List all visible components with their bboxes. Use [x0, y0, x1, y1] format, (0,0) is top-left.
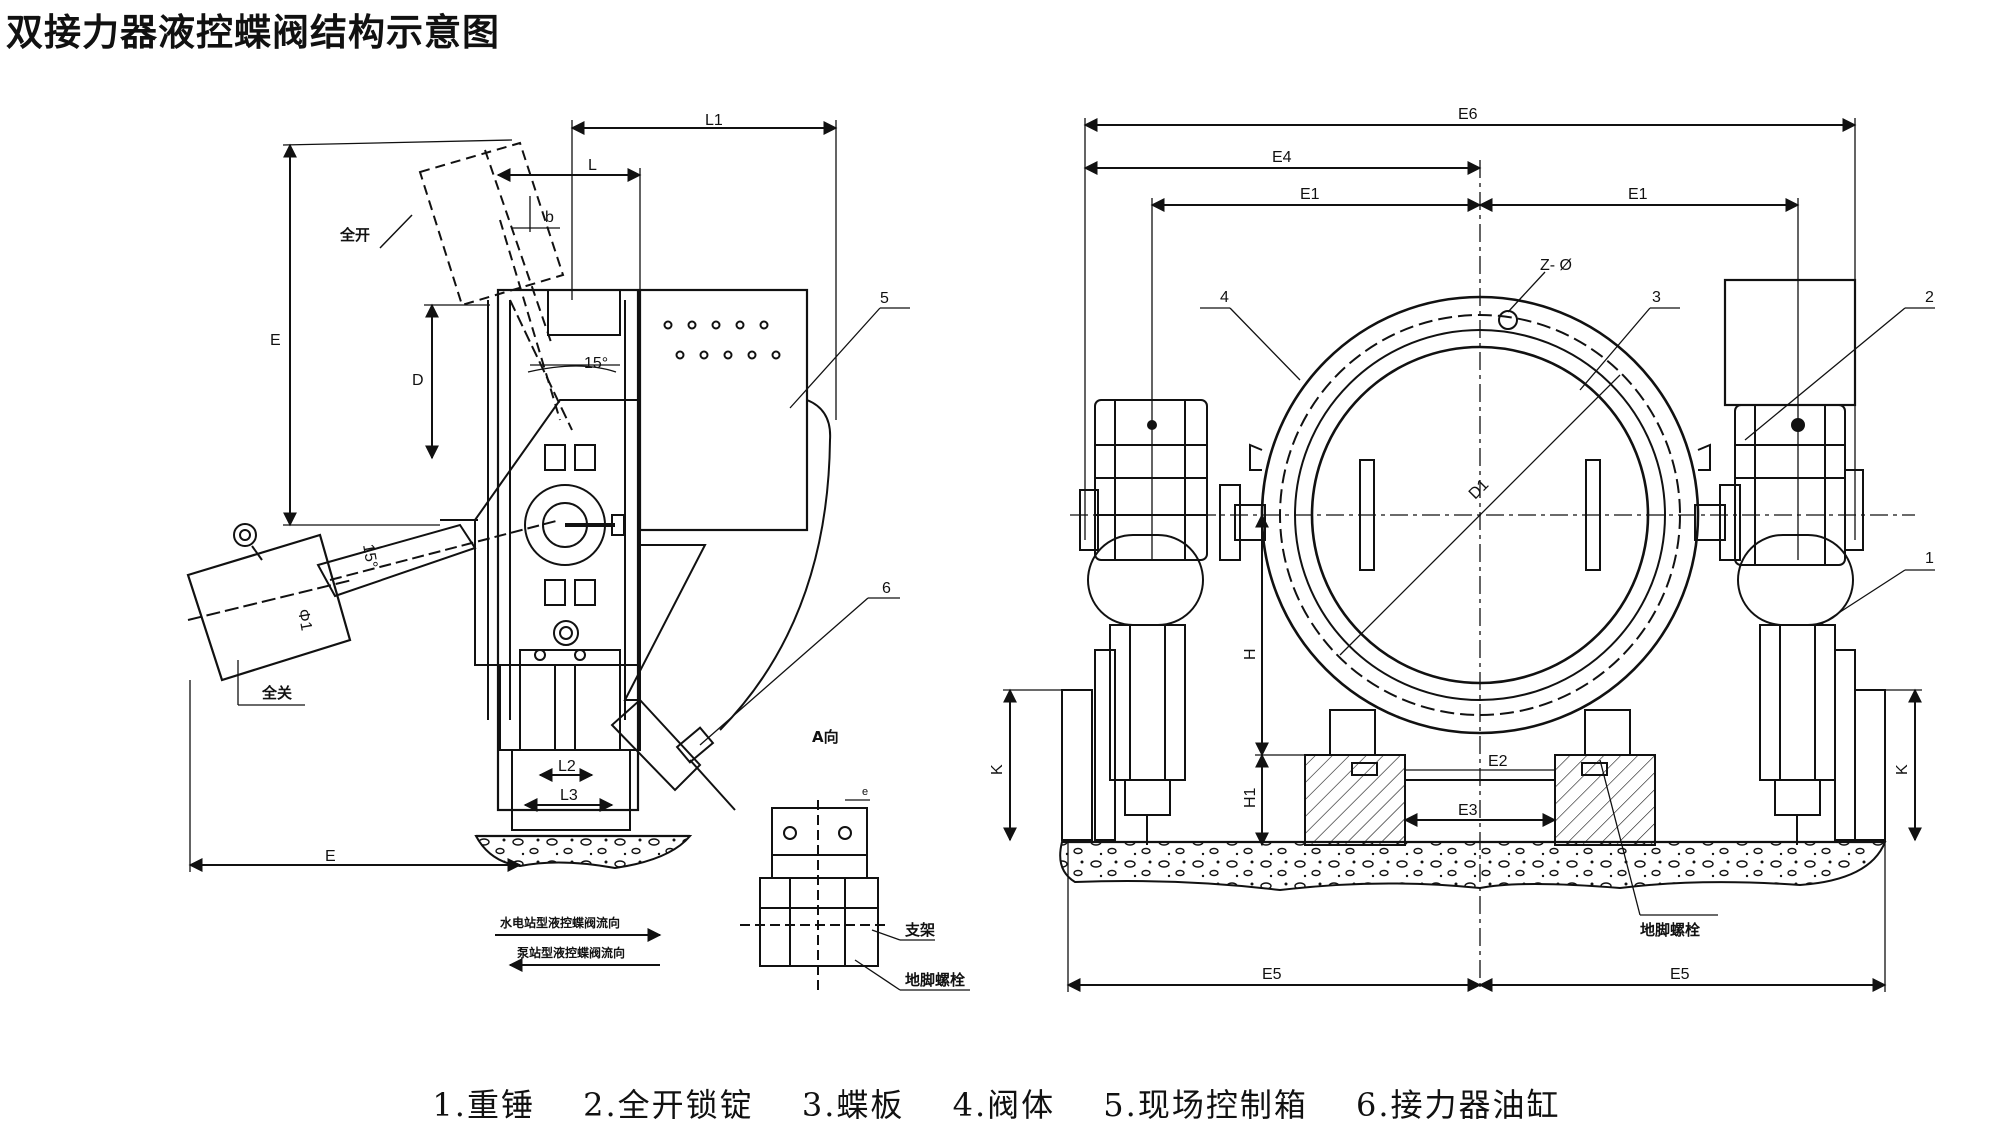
label-E5-right: E5: [1670, 966, 1690, 983]
legend-item: 5.现场控制箱: [1103, 1086, 1308, 1124]
label-E5-left: E5: [1262, 966, 1282, 983]
callout-6: 6: [882, 580, 891, 597]
label-bracket: 支架: [904, 921, 935, 939]
legend-item: 6.接力器油缸: [1356, 1086, 1561, 1124]
label-full-open: 全开: [339, 226, 370, 244]
callout-2: 2: [1925, 289, 1934, 306]
label-E2: E2: [1488, 753, 1508, 770]
label-D1: D1: [1466, 476, 1493, 503]
legend-item: 1.重锤: [432, 1086, 535, 1124]
a-view-title: A向: [812, 728, 839, 746]
label-E1-left: E1: [1300, 186, 1320, 203]
label-E1-right: E1: [1628, 186, 1648, 203]
parts-legend: 1.重锤 2.全开锁锭 3.蝶板 4.阀体 5.现场控制箱 6.接力器油缸: [0, 1080, 1993, 1126]
valve-supports: [1304, 709, 1656, 846]
label-E3: E3: [1458, 802, 1478, 819]
label-E-vertical: E: [270, 332, 281, 349]
label-flow-pump: 泵站型液控蝶阀流向: [517, 945, 625, 960]
counterweight-closed: [186, 523, 353, 682]
figure-title: 双接力器液控蝶阀结构示意图: [6, 11, 500, 54]
label-flow-hydro: 水电站型液控蝶阀流向: [500, 915, 620, 930]
label-L3: L3: [560, 787, 578, 804]
label-anchor-bolt-front: 地脚螺栓: [1640, 921, 1700, 939]
label-Z: Z- Ø: [1540, 257, 1572, 274]
label-full-close: 全关: [261, 684, 292, 702]
callout-1: 1: [1925, 550, 1934, 567]
label-L2: L2: [558, 758, 576, 775]
label-L1: L1: [705, 112, 723, 129]
lever-arm: [316, 519, 561, 598]
label-angle-side: 15°: [359, 543, 380, 570]
left-actuator: [1079, 399, 1208, 845]
label-H1: H1: [1242, 787, 1259, 808]
side-view: [186, 120, 910, 972]
label-H: H: [1242, 648, 1259, 660]
a-view: [740, 799, 970, 991]
hydraulic-cylinder-side: [610, 544, 736, 811]
callout-5: 5: [880, 290, 889, 307]
legend-item: 3.蝶板: [801, 1086, 905, 1124]
label-anchor-bolt-a: 地脚螺栓: [905, 971, 965, 989]
a-view-e: e: [862, 786, 868, 798]
side-base: [499, 649, 641, 831]
legend-item: 2.全开锁锭: [583, 1086, 754, 1124]
legend-item: 4.阀体: [952, 1086, 1056, 1124]
front-view: [1003, 118, 1935, 992]
label-E4: E4: [1272, 149, 1292, 166]
right-actuator: [1723, 278, 1864, 845]
callout-3: 3: [1652, 289, 1661, 306]
valve-side-body: [487, 288, 640, 812]
label-L: L: [588, 157, 597, 174]
label-K-left: K: [989, 764, 1006, 775]
label-b: b: [545, 209, 554, 226]
label-phi1: Φ1: [294, 608, 315, 632]
side-ground: [474, 835, 693, 870]
control-cabinet: [638, 288, 832, 731]
label-angle-top: 15°: [584, 355, 608, 372]
lever-housing: [474, 399, 641, 666]
label-E6: E6: [1458, 106, 1478, 123]
label-K-right: K: [1894, 764, 1911, 775]
counterweight-open: [418, 141, 565, 421]
label-D: D: [412, 372, 424, 389]
callout-4: 4: [1220, 289, 1229, 306]
label-E-bottom: E: [325, 848, 336, 865]
front-ground: [1059, 841, 1887, 892]
